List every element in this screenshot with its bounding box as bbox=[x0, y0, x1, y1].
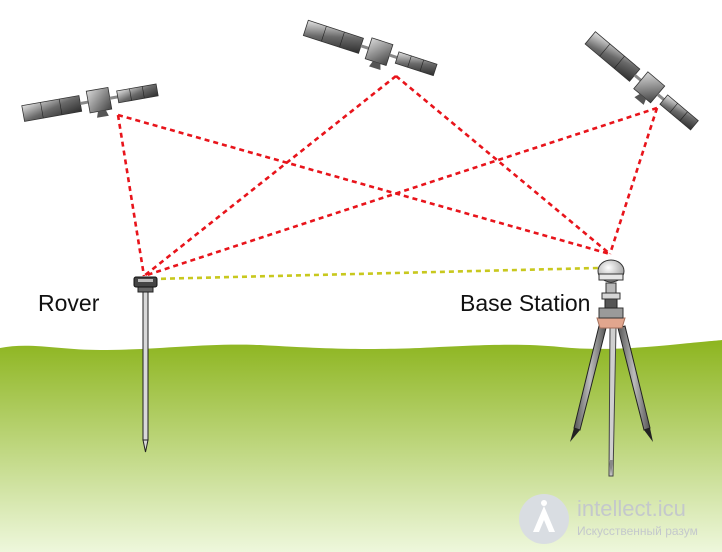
watermark: intellect.icu Искусственный разум bbox=[519, 494, 719, 550]
satellite-signal-lines bbox=[116, 74, 659, 278]
watermark-logo-icon bbox=[519, 494, 569, 544]
rover-label: Rover bbox=[38, 290, 100, 316]
base-rover-link-line bbox=[151, 266, 599, 281]
rover-pole-icon bbox=[133, 276, 158, 453]
watermark-title: intellect.icu bbox=[577, 496, 686, 521]
signal-sat3-base bbox=[608, 107, 659, 255]
satellite-icon bbox=[300, 16, 440, 87]
watermark-subtitle: Искусственный разум bbox=[577, 524, 698, 538]
signal-sat2-rover bbox=[143, 74, 397, 278]
signal-sat2-base bbox=[395, 75, 611, 255]
satellite-icon bbox=[578, 28, 703, 139]
tripod-receiver-icon bbox=[570, 259, 653, 477]
signal-sat3-rover bbox=[143, 106, 658, 278]
satellite-icon bbox=[20, 78, 161, 131]
base-station-label: Base Station bbox=[460, 290, 591, 316]
signal-sat1-base bbox=[117, 113, 611, 256]
signal-sat1-rover bbox=[116, 114, 146, 277]
